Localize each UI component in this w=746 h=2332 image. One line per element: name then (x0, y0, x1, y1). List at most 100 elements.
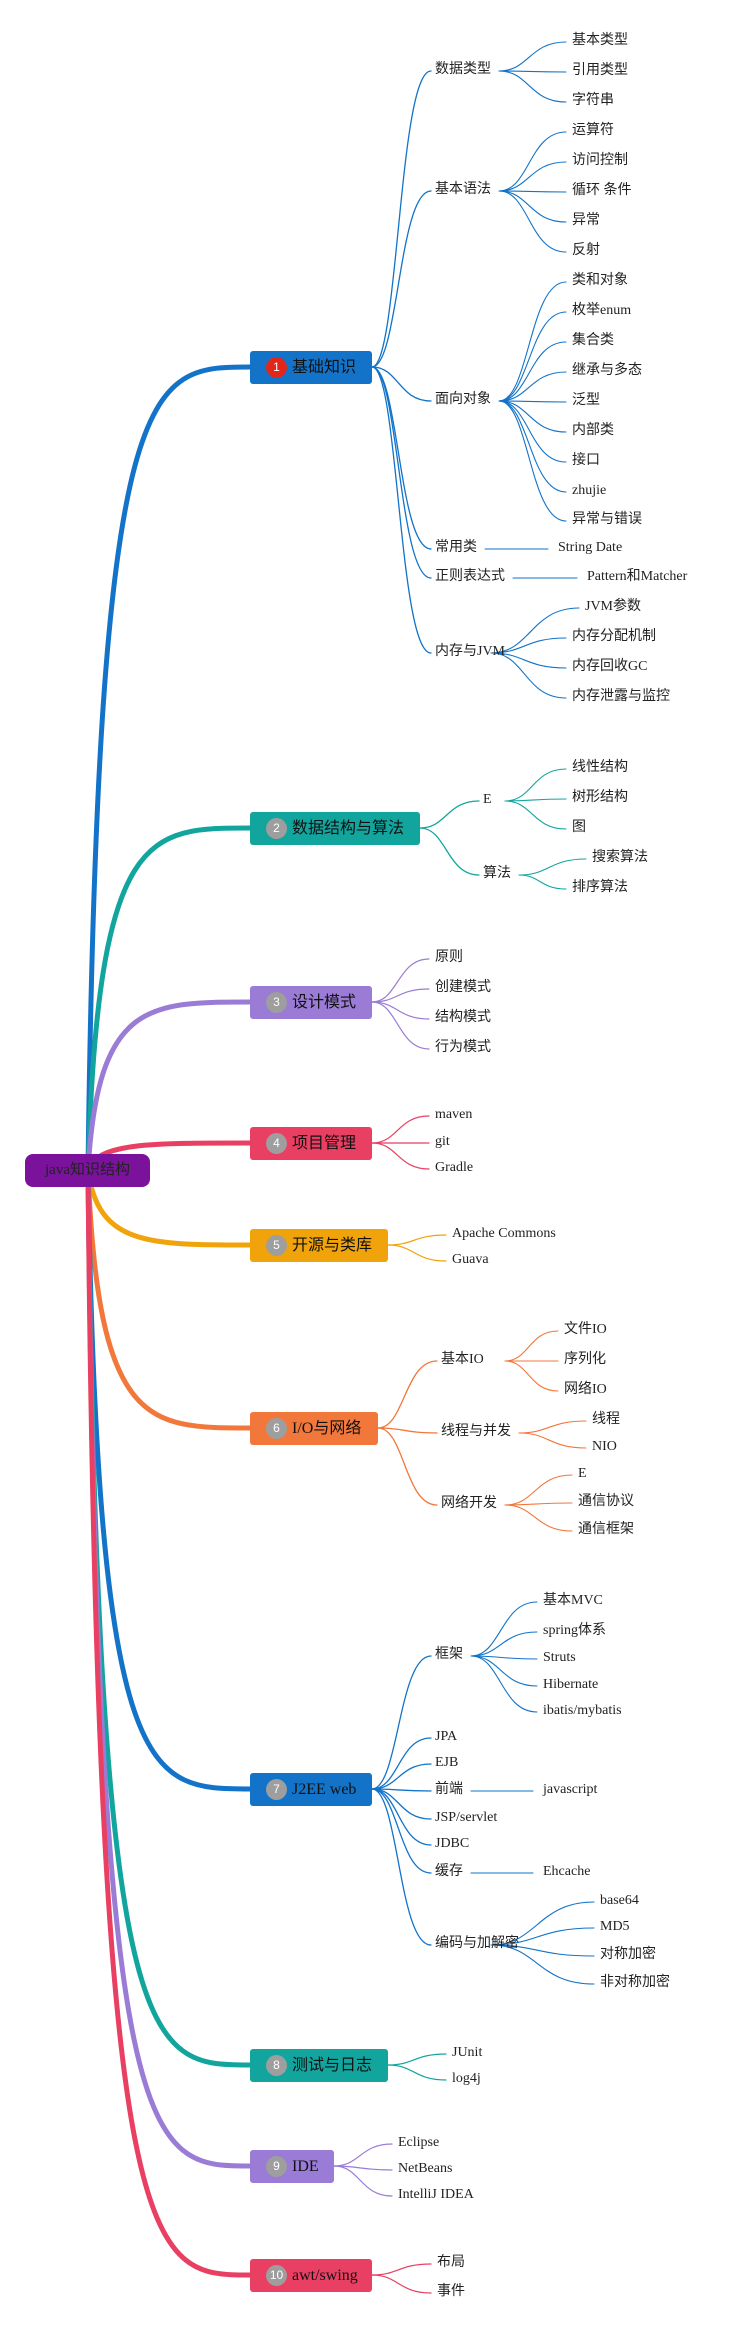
leaf-topic[interactable]: base64 (600, 1893, 639, 1908)
leaf-topic[interactable]: JVM参数 (585, 599, 642, 614)
leaf-topic[interactable]: NetBeans (398, 2161, 453, 2176)
sub-topic[interactable]: EJB (435, 1755, 459, 1770)
connector-line (470, 1655, 538, 1713)
leaf-topic[interactable]: 运算符 (572, 123, 614, 138)
sub-topic[interactable]: 正则表达式 (435, 569, 505, 584)
leaf-topic[interactable]: 泛型 (572, 393, 600, 408)
leaf-topic[interactable]: 通信协议 (578, 1494, 634, 1509)
leaf-topic[interactable]: 异常与错误 (572, 512, 642, 527)
leaf-topic[interactable]: spring体系 (543, 1623, 606, 1638)
leaf-topic[interactable]: 排序算法 (572, 880, 628, 895)
leaf-topic[interactable]: maven (435, 1107, 473, 1122)
sub-topic[interactable]: 线程与并发 (441, 1424, 511, 1439)
connector-line (490, 1927, 595, 1946)
sub-topic[interactable]: 框架 (435, 1647, 463, 1662)
sub-topic[interactable]: 算法 (483, 866, 511, 881)
leaf-topic[interactable]: 线程 (592, 1412, 620, 1427)
leaf-topic[interactable]: Hibernate (543, 1677, 599, 1692)
sub-topic[interactable]: E (483, 792, 492, 807)
leaf-topic[interactable]: ibatis/mybatis (543, 1703, 622, 1718)
leaf-topic[interactable]: MD5 (600, 1919, 630, 1934)
leaf-topic[interactable]: 搜索算法 (592, 850, 648, 865)
leaf-topic[interactable]: 访问控制 (572, 153, 628, 168)
leaf-topic[interactable]: 内存回收GC (572, 659, 648, 674)
leaf-topic[interactable]: 对称加密 (600, 1947, 656, 1962)
leaf-topic[interactable]: 基本类型 (572, 33, 628, 48)
leaf-topic[interactable]: 布局 (437, 2255, 465, 2270)
sub-topic[interactable]: 数据类型 (435, 62, 491, 77)
leaf-topic[interactable]: Guava (452, 1252, 489, 1267)
leaf-topic[interactable]: 引用类型 (572, 63, 628, 78)
leaf-topic[interactable]: 枚举enum (572, 303, 632, 318)
leaf-topic[interactable]: 集合类 (572, 333, 614, 348)
leaf-topic[interactable]: JUnit (452, 2045, 483, 2060)
leaf-topic[interactable]: 通信框架 (578, 1522, 634, 1537)
sub-topic[interactable]: 基本语法 (435, 182, 491, 197)
sub-topic[interactable]: 缓存 (435, 1864, 463, 1879)
leaf-topic[interactable]: 反射 (572, 243, 600, 258)
sub-topic[interactable]: 网络开发 (441, 1496, 497, 1511)
sub-topic[interactable]: 面向对象 (435, 392, 491, 407)
connector-line (371, 1788, 432, 1874)
leaf-topic[interactable]: 内部类 (572, 423, 614, 438)
leaf-topic[interactable]: 线性结构 (572, 760, 628, 775)
leaf-topic[interactable]: E (578, 1466, 587, 1481)
leaf-topic[interactable]: git (435, 1134, 450, 1149)
leaf-topic[interactable]: 创建模式 (435, 980, 491, 995)
leaf-topic[interactable]: IntelliJ IDEA (398, 2187, 474, 2202)
root-node[interactable]: java知识结构 (25, 1154, 150, 1187)
leaf-topic[interactable]: 异常 (572, 213, 600, 228)
leaf-topic[interactable]: Eclipse (398, 2135, 440, 2150)
leaf-topic[interactable]: 字符串 (572, 93, 614, 108)
leaf-topic[interactable]: 基本MVC (543, 1593, 603, 1608)
leaf-topic[interactable]: NIO (592, 1439, 617, 1454)
leaf-topic[interactable]: 原则 (435, 950, 463, 965)
sub-topic[interactable]: JSP/servlet (435, 1810, 498, 1825)
leaf-topic[interactable]: Apache Commons (452, 1226, 556, 1241)
sub-topic[interactable]: 内存与JVM (435, 644, 506, 659)
sub-topic[interactable]: JDBC (435, 1836, 470, 1851)
connector-line (387, 2053, 447, 2066)
sub-topic[interactable]: 常用类 (435, 540, 477, 555)
leaf-topic[interactable]: 树形结构 (572, 790, 628, 805)
leaf-topic[interactable]: 循环 条件 (572, 183, 632, 198)
leaf-topic[interactable]: Ehcache (543, 1864, 591, 1879)
leaf-topic[interactable]: 内存分配机制 (572, 629, 656, 644)
leaf-topic[interactable]: Struts (543, 1650, 576, 1665)
leaf-topic[interactable]: 事件 (437, 2284, 465, 2299)
connector-line (504, 1504, 573, 1532)
leaf-topic[interactable]: zhujie (572, 483, 607, 498)
leaf-topic[interactable]: 序列化 (564, 1352, 606, 1367)
leaf-topic[interactable]: 行为模式 (435, 1040, 491, 1055)
sub-topic[interactable]: 编码与加解密 (435, 1936, 519, 1951)
sub-topic[interactable]: JPA (435, 1729, 458, 1744)
leaf-topic[interactable]: javascript (543, 1782, 598, 1797)
leaf-topic[interactable]: 接口 (572, 453, 600, 468)
leaf-topic[interactable]: 类和对象 (572, 273, 628, 288)
leaf-topic[interactable]: 结构模式 (435, 1010, 491, 1025)
leaf-topic[interactable]: String Date (558, 540, 623, 555)
leaf-topic[interactable]: log4j (452, 2071, 481, 2086)
leaf-topic[interactable]: 非对称加密 (600, 1975, 670, 1990)
leaf-topic[interactable]: 继承与多态 (572, 363, 642, 378)
leaf-topic[interactable]: 网络IO (564, 1382, 607, 1397)
sub-topic[interactable]: 前端 (435, 1782, 463, 1797)
connector-line (498, 400, 567, 522)
leaf-topic[interactable]: 图 (572, 820, 586, 835)
leaf-topic[interactable]: 内存泄露与监控 (572, 689, 670, 704)
leaf-topic[interactable]: Gradle (435, 1160, 474, 1175)
leaf-topic[interactable]: 文件IO (564, 1322, 607, 1337)
leaf-topic[interactable]: Pattern和Matcher (587, 569, 688, 584)
sub-topic[interactable]: 基本IO (441, 1352, 484, 1367)
